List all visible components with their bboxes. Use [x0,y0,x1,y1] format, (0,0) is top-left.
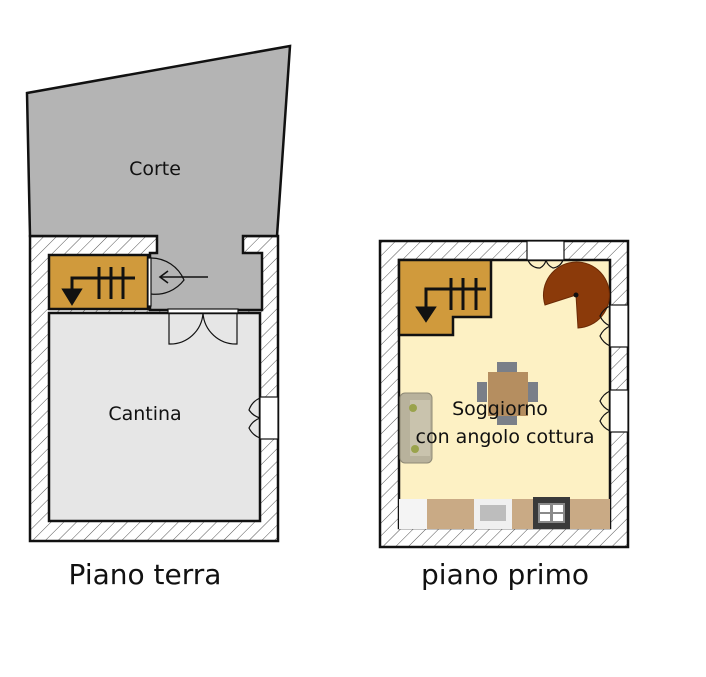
ground-floor-plan [25,44,292,543]
stairs-arrow-icon [61,267,135,306]
stairs-arrow-icon [415,278,486,323]
right-window-2 [599,389,629,433]
spiral-staircase-icon [542,261,610,329]
cellar-window [248,396,279,440]
plan-title-piano-terra: Piano terra [68,558,222,591]
courtyard-area [25,44,292,312]
first-floor-plan [378,239,630,549]
sofa-icon [399,392,433,464]
room-label-corte: Corte [129,158,181,180]
plan-title-piano-primo: piano primo [421,558,589,591]
room-label-angolo-cottura: con angolo cottura [415,426,595,448]
top-window [526,240,565,269]
dining-table-icon [477,362,538,425]
room-label-cantina: Cantina [108,403,182,425]
kitchen-counter [399,497,610,529]
room-label-soggiorno: Soggiorno [452,398,548,420]
ground-door-stairs [147,257,208,307]
right-window-1 [599,304,629,348]
cellar-double-door [167,308,239,345]
